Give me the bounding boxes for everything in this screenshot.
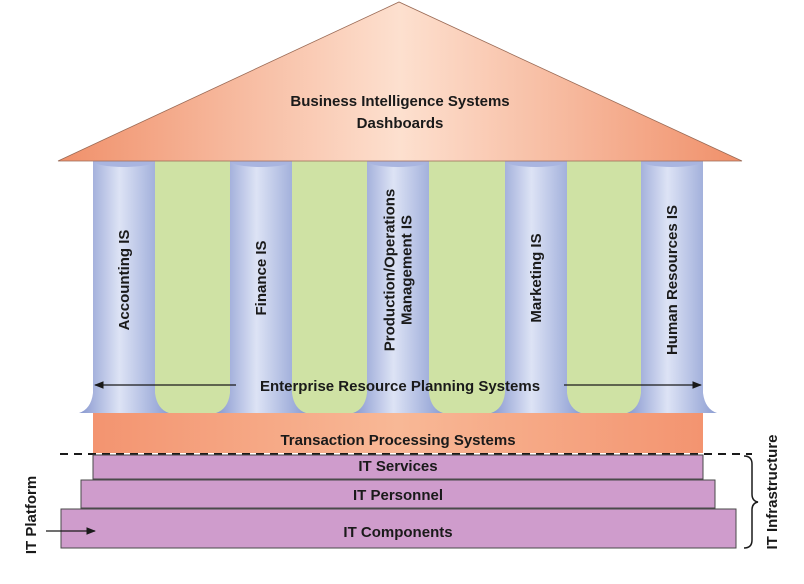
pillar-column — [491, 161, 581, 413]
pillar-label: Marketing IS — [528, 233, 545, 322]
pillar-label: Finance IS — [253, 240, 270, 315]
roof-subtitle: Dashboards — [357, 115, 444, 132]
pillar-label: Human Resources IS — [664, 205, 681, 355]
step-it-services — [92, 454, 704, 480]
tps-label: Transaction Processing Systems — [280, 432, 515, 449]
it-personnel-label: IT Personnel — [353, 487, 443, 504]
it-infrastructure-label: IT Infrastructure — [764, 434, 781, 549]
it-components-label: IT Components — [343, 524, 452, 541]
pillar-column — [627, 161, 717, 413]
roof — [57, 1, 743, 162]
pillar-label: Management IS — [399, 215, 416, 325]
pillar-column — [216, 161, 306, 413]
pillar-human-resources-is: Human Resources IS — [627, 155, 717, 413]
it-platform-label: IT Platform — [23, 476, 40, 554]
pillars-group: Accounting IS Finance IS Production/Operat… — [79, 155, 717, 413]
step-it-components — [60, 508, 737, 549]
transaction-processing-band — [93, 413, 703, 453]
pillar-label: Accounting IS — [116, 230, 133, 331]
pillar-column — [79, 161, 169, 413]
it-services-label: IT Services — [358, 458, 437, 475]
roof-title: Business Intelligence Systems — [290, 93, 509, 110]
pillar-label: Production/Operations — [382, 189, 399, 352]
erp-label: Enterprise Resource Planning Systems — [260, 378, 540, 395]
pillar-column — [353, 161, 443, 413]
infrastructure-brace — [743, 455, 759, 549]
step-it-personnel — [80, 479, 716, 509]
